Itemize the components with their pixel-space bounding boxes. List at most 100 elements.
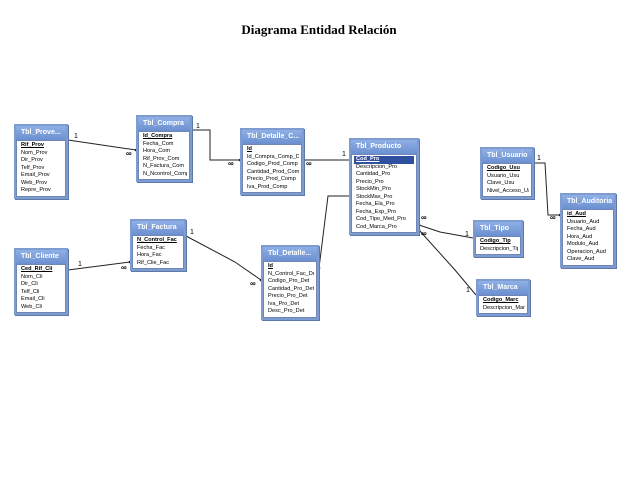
table-title[interactable]: Tbl_Cliente: [16, 250, 66, 264]
primary-key-field[interactable]: Ced_Rif_Cli: [21, 266, 53, 272]
table-field[interactable]: Cantidad_Prod_Comp: [247, 168, 299, 175]
primary-key-field[interactable]: Codigo_Usu: [487, 165, 520, 171]
table-field[interactable]: Precio_Prod_Comp: [247, 176, 296, 182]
page-title: Diagrama Entidad Relación: [241, 22, 397, 37]
table-title[interactable]: Tbl_Detalle_C...: [242, 130, 302, 144]
table-field[interactable]: StockMin_Pro: [356, 186, 391, 192]
table-field[interactable]: Nom_Prov: [21, 149, 48, 156]
relationship-line-cliente-factura[interactable]: [67, 261, 131, 271]
table-title[interactable]: Tbl_Detalle...: [263, 247, 317, 261]
relationship-line-producto-detf[interactable]: [318, 195, 349, 269]
table-title[interactable]: Tbl_Compra: [138, 117, 190, 131]
relationship-line-usuario-auditoria[interactable]: [534, 162, 560, 216]
table-field[interactable]: Id_Compra_Comp_Det: [247, 153, 299, 160]
table-field[interactable]: Hora_Com: [143, 148, 171, 154]
table-field[interactable]: Web_Cli: [21, 303, 43, 310]
table-field[interactable]: Fecha_Com: [143, 140, 174, 147]
table-field[interactable]: Descripcion_Pro: [356, 163, 398, 170]
table-field[interactable]: Telf_Prov: [21, 164, 45, 171]
relationship-line-tipo-producto[interactable]: [418, 224, 474, 239]
table-field[interactable]: Nivel_Acceso_Usu: [487, 187, 529, 194]
primary-key-field[interactable]: Cod_Pro: [354, 156, 414, 164]
table-field[interactable]: Clave_Usu: [487, 180, 515, 186]
table-field[interactable]: StockMax_Pro: [356, 193, 393, 200]
table-field[interactable]: Email_Prov: [21, 172, 50, 178]
primary-key-field[interactable]: id_Aud: [567, 211, 586, 217]
table-field[interactable]: Dir_Cli: [21, 281, 38, 287]
table-field[interactable]: Clave_Aud: [567, 256, 595, 262]
table-field[interactable]: Rif_Prov_Com: [143, 155, 180, 162]
table-field[interactable]: N_Factura_Com: [143, 163, 185, 169]
table-field[interactable]: Operacion_Aud: [567, 248, 606, 255]
table-field[interactable]: Usuario_Aud: [567, 218, 600, 225]
table-field[interactable]: Usuario_Usu: [487, 172, 520, 179]
table-field[interactable]: Fecha_Ela_Pro: [356, 201, 395, 207]
table-title[interactable]: Tbl_Factura: [132, 221, 184, 235]
primary-key-field[interactable]: Id: [247, 146, 252, 152]
table-field[interactable]: Iva_Pro_Det: [268, 300, 300, 307]
primary-key-field[interactable]: Id: [268, 263, 273, 269]
table-field[interactable]: Telf_Cli: [21, 288, 40, 295]
relationship-line-compra-detc[interactable]: [192, 129, 240, 161]
table-field[interactable]: N_Ncontrol_Comp: [143, 170, 187, 177]
table-field[interactable]: Hora_Aud: [567, 233, 593, 240]
table-title[interactable]: Tbl_Prove...: [16, 126, 66, 140]
table-field[interactable]: Web_Prov: [21, 179, 48, 186]
table-field[interactable]: Codigo_Prod_Comp: [247, 161, 298, 167]
table-field[interactable]: Cantidad_Pro_Det: [268, 285, 314, 292]
table-field[interactable]: Nom_Cli: [21, 273, 43, 280]
table-field[interactable]: Rif_Clie_Fac: [137, 259, 170, 266]
table-title[interactable]: Tbl_Auditoria: [562, 195, 614, 209]
primary-key-field[interactable]: Codigo_Marc: [483, 297, 519, 303]
table-field[interactable]: Desc_Pro_Det: [268, 308, 305, 314]
cardinality-one-label: 1: [196, 123, 200, 130]
relationship-line-factura-detf[interactable]: [185, 235, 262, 281]
table-title[interactable]: Tbl_Tipo: [475, 222, 521, 236]
table-field[interactable]: Iva_Prod_Comp: [247, 183, 288, 190]
table-field[interactable]: N_Control_Fac_Det: [268, 270, 314, 277]
table-field[interactable]: Descripcion_Tip: [480, 245, 518, 252]
primary-key-field[interactable]: N_Control_Fac: [137, 237, 177, 243]
table-field[interactable]: Hora_Fac: [137, 252, 162, 258]
table-field[interactable]: Fecha_Exp_Pro: [356, 208, 397, 215]
relationship-line-prove-compra[interactable]: [67, 139, 137, 151]
table-title[interactable]: Tbl_Usuario: [482, 149, 532, 163]
primary-key-field[interactable]: Id_Compra: [143, 133, 173, 139]
table-field[interactable]: Modulo_Aud: [567, 241, 599, 247]
cardinality-one-label: 1: [74, 133, 78, 140]
cardinality-many-label: ∞: [126, 149, 132, 158]
table-field[interactable]: Repre_Prov: [21, 187, 51, 193]
table-field[interactable]: Cod_Marca_Pro: [356, 223, 397, 230]
table-field[interactable]: Codigo_Pro_Det: [268, 278, 310, 284]
table-field[interactable]: Dir_Prov: [21, 157, 43, 163]
table-field[interactable]: Cod_Tipo_Med_Pro: [356, 216, 406, 222]
table-title[interactable]: Tbl_Producto: [351, 140, 417, 154]
table-field[interactable]: Cantidad_Pro: [356, 171, 391, 177]
primary-key-field[interactable]: Rif_Prov: [21, 142, 45, 148]
primary-key-field[interactable]: Codigo_Tip: [480, 238, 511, 244]
table-field[interactable]: Fecha_Fac: [137, 244, 165, 251]
table-field[interactable]: Email_Cli: [21, 296, 45, 302]
relationship-line-marca-producto[interactable]: [418, 229, 477, 296]
table-title[interactable]: Tbl_Marca: [478, 281, 528, 295]
table-field[interactable]: Precio_Pro: [356, 178, 384, 185]
table-field[interactable]: Precio_Pro_Det: [268, 293, 308, 299]
table-field[interactable]: Fecha_Aud: [567, 226, 596, 232]
table-field[interactable]: Descripcion_Marc: [483, 304, 525, 311]
cardinality-one-label: 1: [78, 261, 82, 268]
